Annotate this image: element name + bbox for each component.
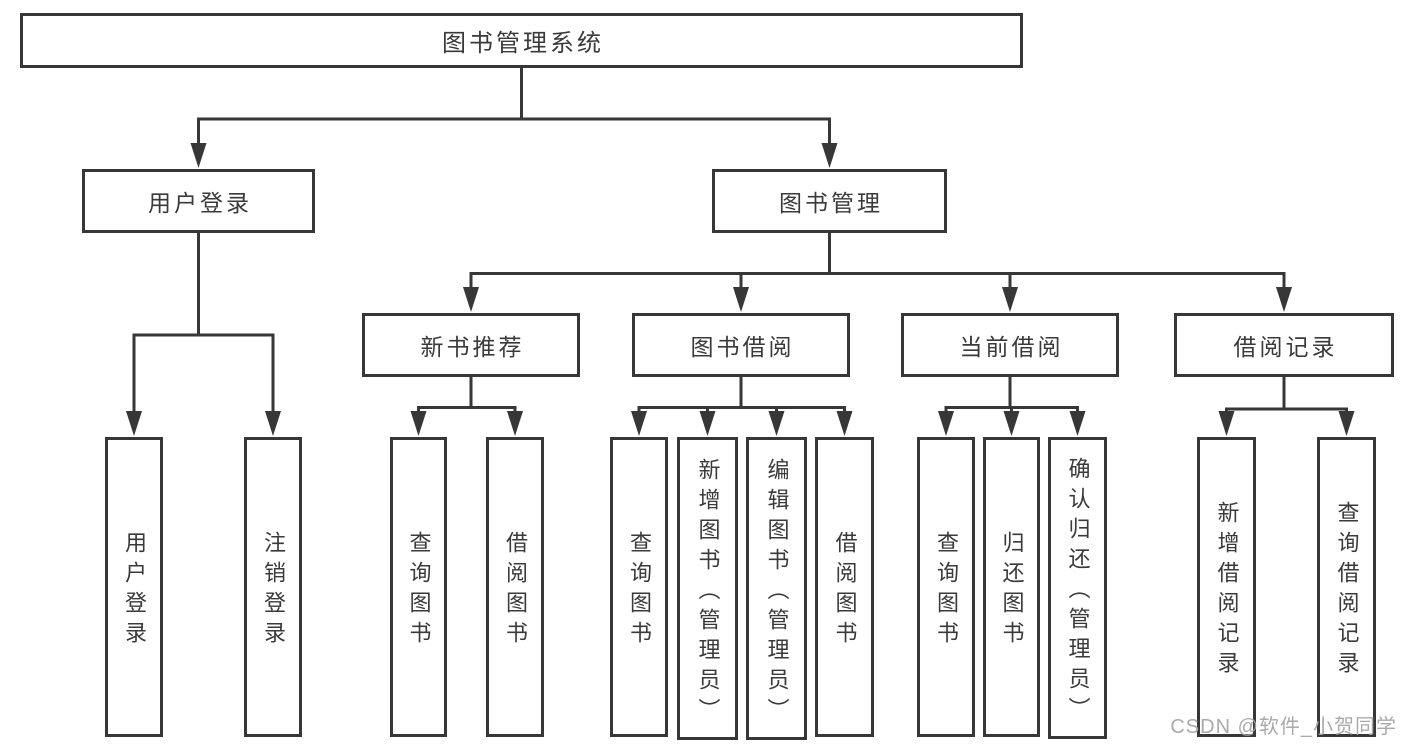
arrowhead — [699, 411, 716, 436]
leaf-label: 归还图书 — [999, 531, 1025, 651]
node-label: 新书推荐 — [420, 334, 525, 360]
leaf-label: 查询图书 — [627, 531, 652, 651]
arrowhead — [410, 411, 427, 436]
leaf-label: 借阅图书 — [832, 531, 858, 651]
leaf-label: 查询借阅记录 — [1334, 501, 1360, 681]
node-label: 当前借阅 — [959, 334, 1064, 360]
arrowhead — [126, 411, 142, 436]
csdn-watermark: CSDN @软件_小贺同学 — [1170, 716, 1397, 738]
connector-book-management-to-level3 — [469, 231, 1286, 290]
connector-user-login-children — [132, 232, 275, 414]
leaf-label: 查询图书 — [406, 531, 432, 651]
arrowhead — [821, 143, 838, 168]
leaf-label: 确认归还（管理员） — [1065, 457, 1091, 727]
node-label: 图书借阅 — [690, 334, 795, 360]
leaf-query-borrowing-record: 查询借阅记录 — [1317, 437, 1376, 737]
arrowhead — [631, 411, 647, 436]
node-label: 用户登录 — [148, 190, 252, 216]
node-root-library-management-system: 图书管理系统 — [20, 13, 1023, 68]
connector-borrowing-records-children — [1225, 377, 1348, 414]
arrowhead — [463, 287, 479, 312]
node-borrowing-records: 借阅记录 — [1174, 313, 1394, 377]
leaf-return-books: 归还图书 — [983, 437, 1040, 737]
arrowhead — [265, 411, 281, 436]
node-label: 图书管理系统 — [442, 30, 604, 57]
leaf-query-books-borrowing: 查询图书 — [610, 437, 668, 737]
node-new-book-recommendation: 新书推荐 — [362, 313, 580, 377]
connector-current-borrowing-children — [944, 377, 1079, 414]
leaf-user-login: 用户登录 — [105, 437, 163, 737]
arrowhead — [1003, 411, 1020, 436]
leaf-label: 新增图书（管理员） — [695, 457, 721, 728]
leaf-borrow-books-recommendation: 借阅图书 — [486, 437, 544, 737]
leaf-label: 注销登录 — [261, 531, 286, 651]
leaf-edit-books-admin: 编辑图书（管理员） — [746, 437, 807, 740]
arrowhead — [733, 287, 749, 312]
leaf-query-books-current: 查询图书 — [917, 437, 975, 737]
node-label: 图书管理 — [779, 190, 883, 216]
arrowhead — [1276, 287, 1292, 312]
leaf-add-borrowing-record: 新增借阅记录 — [1197, 437, 1256, 737]
arrowhead — [1069, 411, 1086, 436]
arrowhead — [768, 411, 785, 436]
arrowhead — [1218, 411, 1235, 436]
node-book-borrowing: 图书借阅 — [632, 313, 850, 377]
leaf-borrow-books-borrowing: 借阅图书 — [815, 437, 874, 737]
leaf-logout: 注销登录 — [244, 437, 302, 737]
arrowhead — [507, 411, 523, 436]
node-label: 借阅记录 — [1233, 334, 1338, 360]
leaf-label: 用户登录 — [122, 531, 147, 651]
arrowhead — [1338, 411, 1355, 436]
arrowhead — [836, 411, 853, 436]
connector-book-borrowing-children — [637, 377, 846, 414]
arrowhead — [938, 411, 954, 436]
node-book-management: 图书管理 — [712, 169, 947, 233]
arrowhead — [190, 143, 207, 168]
leaf-add-books-admin: 新增图书（管理员） — [677, 437, 738, 740]
arrowhead — [1002, 287, 1018, 312]
leaf-label: 借阅图书 — [503, 531, 528, 651]
node-current-borrowing: 当前借阅 — [901, 313, 1119, 377]
leaf-confirm-return-admin: 确认归还（管理员） — [1048, 437, 1107, 739]
leaf-label: 编辑图书（管理员） — [764, 457, 790, 728]
connector-new-book-recommendation-children — [417, 377, 517, 414]
leaf-query-books-recommendation: 查询图书 — [390, 437, 447, 737]
connector-root-to-level2 — [197, 66, 831, 148]
node-user-login: 用户登录 — [82, 169, 315, 233]
leaf-label: 查询图书 — [934, 531, 959, 651]
leaf-label: 新增借阅记录 — [1214, 501, 1240, 681]
